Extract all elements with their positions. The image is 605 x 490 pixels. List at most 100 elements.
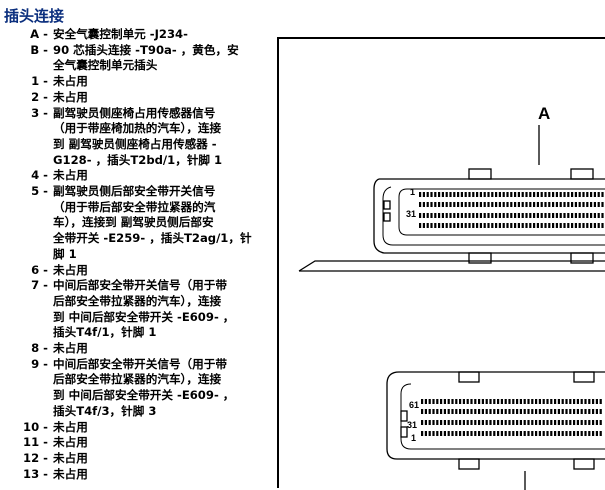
connector-pin	[525, 202, 528, 207]
legend-description-line: 未占用	[53, 419, 88, 434]
connector-pin	[540, 223, 543, 228]
connector-pin	[483, 192, 486, 197]
connector-pin	[468, 223, 471, 228]
connector-pin	[552, 223, 555, 228]
connector-pin	[453, 202, 456, 207]
connector-pin	[593, 223, 596, 228]
connector-pin	[474, 420, 477, 425]
connector-pin	[574, 223, 577, 228]
legend-description: 未占用	[48, 341, 276, 357]
connector-pin	[426, 213, 429, 218]
connector-pin	[460, 213, 463, 218]
connector-pin	[557, 409, 560, 414]
connector-pin	[512, 409, 515, 414]
connector-pin	[546, 420, 549, 425]
connector-pin	[546, 409, 549, 414]
connector-drawing: A 1 31	[298, 104, 605, 490]
connector-pin	[434, 223, 437, 228]
connector-pin	[504, 431, 507, 436]
connector-pin	[419, 192, 422, 197]
connector-pin	[443, 399, 446, 404]
connector-pin	[451, 420, 454, 425]
connector-pin	[536, 213, 539, 218]
connector-pin	[548, 223, 551, 228]
connector-pin	[554, 409, 557, 414]
connector-pin	[495, 223, 498, 228]
connector-pin	[601, 202, 604, 207]
connector-pin	[544, 202, 547, 207]
connector-pin	[441, 223, 444, 228]
connector-pin	[555, 223, 558, 228]
legend-description-line: 中间后部安全带开关信号（用于带	[53, 278, 227, 293]
connector-pin	[479, 213, 482, 218]
lower-pin-rows	[421, 399, 602, 436]
connector-pin	[529, 192, 532, 197]
connector-pin	[464, 223, 467, 228]
connector-pin	[554, 420, 557, 425]
connector-pin	[493, 420, 496, 425]
connector-pin	[453, 223, 456, 228]
connector-pin	[552, 213, 555, 218]
connector-pin	[485, 409, 488, 414]
connector-pin	[576, 431, 579, 436]
connector-pin	[597, 192, 600, 197]
connector-pin	[502, 202, 505, 207]
connector-pin	[569, 431, 572, 436]
legend-description: 未占用	[48, 90, 276, 106]
legend-key: A -	[30, 27, 48, 41]
connector-pin	[502, 223, 505, 228]
lower-pin-label-1: 1	[411, 433, 416, 443]
connector-pin	[584, 409, 587, 414]
connector-pin	[504, 409, 507, 414]
legend-key: 12 -	[23, 450, 48, 465]
connector-pin	[578, 213, 581, 218]
connector-pin	[544, 213, 547, 218]
connector-pin	[544, 223, 547, 228]
upper-pin-label-31: 31	[406, 209, 416, 219]
connector-pin	[516, 409, 519, 414]
connector-pin	[578, 202, 581, 207]
upper-pin-label-1: 1	[410, 187, 415, 197]
connector-pin	[559, 192, 562, 197]
connector-pin	[447, 409, 450, 414]
legend-item: 4 -未占用	[0, 168, 276, 184]
legend-description-line: 脚 1	[53, 246, 77, 261]
connector-pin	[597, 223, 600, 228]
connector-pin	[476, 223, 479, 228]
legend-description-line: 90 芯插头连接 -T90a- ，黄色，安	[53, 42, 239, 57]
connector-pin	[586, 213, 589, 218]
connector-pin	[495, 213, 498, 218]
connector-pin	[523, 409, 526, 414]
connector-pin	[432, 420, 435, 425]
legend-description-line: （用于带座椅加热的汽车），连接	[53, 121, 222, 136]
connector-pin	[481, 409, 484, 414]
connector-pin	[485, 420, 488, 425]
legend-description-line: （用于带后部安全带拉紧器的汽	[53, 199, 216, 214]
connector-pin	[567, 223, 570, 228]
connector-pin	[428, 409, 431, 414]
connector-pin	[459, 420, 462, 425]
connector-pin	[535, 431, 538, 436]
connector-pin	[419, 223, 422, 228]
connector-pin	[470, 399, 473, 404]
legend-description-line: 车），连接到 副驾驶员侧后部安	[53, 215, 214, 230]
connector-pin	[540, 202, 543, 207]
connector-pin	[519, 420, 522, 425]
connector-pin	[479, 223, 482, 228]
connector-pin	[497, 399, 500, 404]
connector-pin	[455, 420, 458, 425]
connector-pin	[584, 431, 587, 436]
connector-pin	[590, 202, 593, 207]
connector-pin	[576, 399, 579, 404]
connector-pin	[563, 213, 566, 218]
connector-pin	[535, 399, 538, 404]
connector-pin	[460, 192, 463, 197]
connector-pin	[550, 409, 553, 414]
connector-pin	[462, 420, 465, 425]
connector-pin	[476, 202, 479, 207]
connector-pin	[438, 223, 441, 228]
connector-pin	[436, 399, 439, 404]
connector-pin	[434, 192, 437, 197]
connector-pin	[489, 399, 492, 404]
connector-pin	[421, 431, 424, 436]
